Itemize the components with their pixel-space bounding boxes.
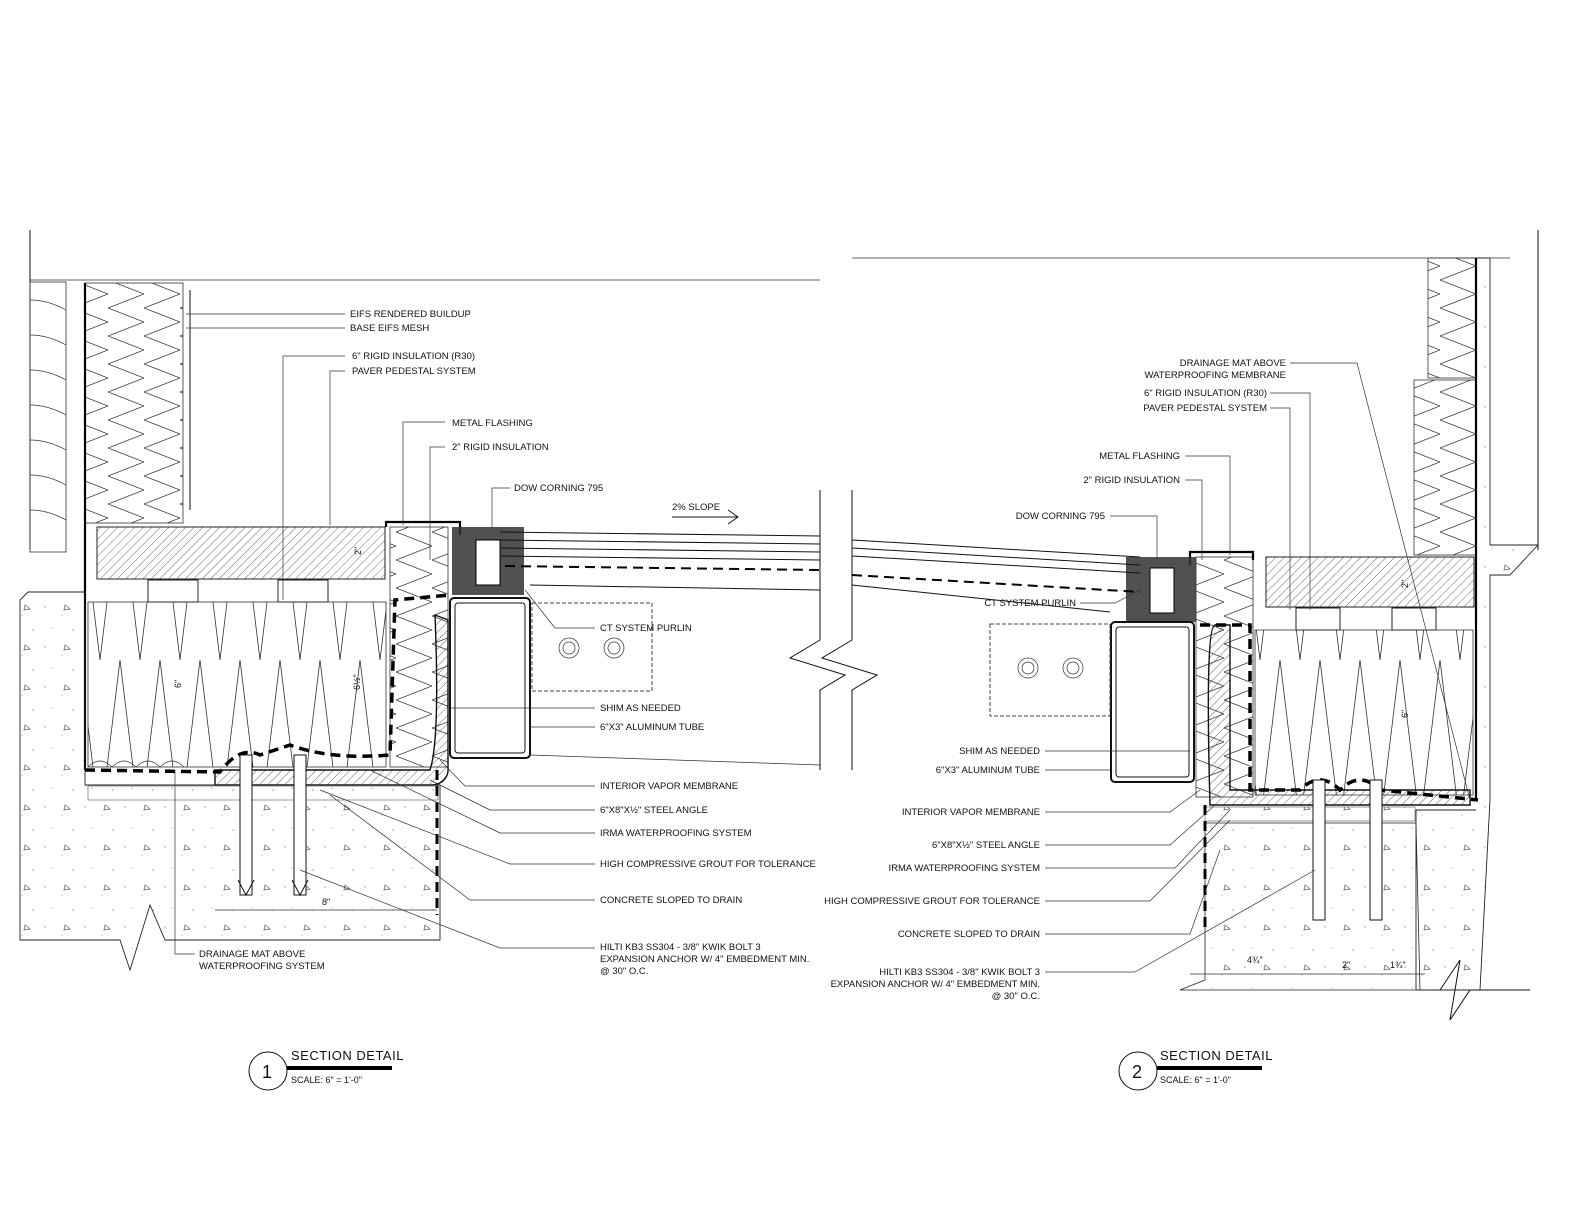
dimension-1-3-4in: 1¾" [1390, 960, 1406, 970]
rigid-insulation-6in [87, 601, 387, 768]
dimension-6-half-in: 6½" [352, 674, 362, 690]
grout-bed [87, 785, 439, 801]
detail-2-callouts [1045, 362, 1471, 973]
paver [96, 526, 386, 580]
label-metal-flashing: METAL FLASHING [452, 418, 533, 429]
label-steel-angle: 6"X8"X½" STEEL ANGLE [600, 805, 708, 816]
rigid-insulation-6in [1254, 629, 1474, 796]
dimension-6in: 6" [173, 680, 183, 688]
label-steel-angle: 6"X8"X½" STEEL ANGLE [932, 840, 1040, 851]
label-rigid-insulation-6in: 6" RIGID INSULATION (R30) [352, 351, 475, 362]
label-hilti-1: HILTI KB3 SS304 - 3/8" KWIK BOLT 3 [600, 942, 761, 953]
label-shim: SHIM AS NEEDED [600, 703, 681, 714]
label-hilti-2: EXPANSION ANCHOR W/ 4" EMBEDMENT MIN. [831, 979, 1040, 990]
detail-1: 8" 6" 6½" 2" 2% SLOPE EIFS RENDERED BUIL… [19, 230, 847, 1091]
grout-bed [1204, 806, 1416, 822]
label-hilti-3: @ 30" O.C. [600, 966, 648, 977]
label-paver-pedestal: PAVER PEDESTAL SYSTEM [1143, 403, 1267, 414]
aluminum-tube [1110, 621, 1195, 783]
label-rigid-insulation-6in: 6" RIGID INSULATION (R30) [1144, 388, 1267, 399]
label-metal-flashing: METAL FLASHING [1099, 451, 1180, 462]
label-eifs-rendered-buildup: EIFS RENDERED BUILDUP [350, 309, 471, 320]
label-rigid-insulation-2in: 2" RIGID INSULATION [452, 442, 549, 453]
label-irma: IRMA WATERPROOFING SYSTEM [600, 828, 752, 839]
label-hilti-3: @ 30" O.C. [992, 991, 1040, 1002]
concrete-slab [1179, 822, 1421, 991]
dimension-8in: 8" [322, 897, 330, 907]
slope-arrow-icon [672, 509, 739, 525]
label-base-eifs-mesh: BASE EIFS MESH [350, 323, 429, 334]
detail-number: 2 [1132, 1062, 1142, 1082]
label-aluminum-tube: 6"X3" ALUMINUM TUBE [936, 765, 1040, 776]
dimension-2in-paver: 2" [1400, 580, 1410, 588]
label-hilti-2: EXPANSION ANCHOR W/ 4" EMBEDMENT MIN. [600, 954, 809, 965]
waterproofing-membrane [84, 593, 451, 774]
detail-2: 4¾" 2" 1¾" 6" 2" DRAINAGE MAT ABOVE WATE… [820, 230, 1540, 1091]
detail-scale: SCALE: 6" = 1'-0" [291, 1075, 362, 1085]
aluminum-tube [449, 597, 531, 759]
label-concrete: CONCRETE SLOPED TO DRAIN [898, 929, 1040, 940]
wall-insulation [1413, 379, 1477, 556]
paver [1265, 556, 1475, 608]
steel-angle [214, 613, 449, 786]
eifs-rigid-insulation [84, 282, 184, 524]
slope-label: 2% SLOPE [672, 502, 720, 513]
detail-2-title-block: 2 SECTION DETAIL SCALE: 6" = 1'-0" [1118, 1048, 1273, 1091]
label-drainage-mat-2: WATERPROOFING MEMBRANE [1145, 370, 1286, 381]
detail-1-title-block: 1 SECTION DETAIL SCALE: 6" = 1'-0" [248, 1048, 404, 1091]
label-drainage-mat-1: DRAINAGE MAT ABOVE [1180, 358, 1286, 369]
dimension-2in: 2" [1342, 960, 1350, 970]
label-vapor-membrane: INTERIOR VAPOR MEMBRANE [902, 807, 1040, 818]
label-drainage-mat-2: WATERPROOFING SYSTEM [199, 961, 325, 972]
anchor-bolts [237, 754, 309, 897]
concrete-slab [19, 591, 441, 972]
dimension-2in: 2" [353, 547, 363, 555]
label-irma: IRMA WATERPROOFING SYSTEM [889, 863, 1041, 874]
steel-angle [1207, 624, 1471, 806]
label-grout: HIGH COMPRESSIVE GROUT FOR TOLERANCE [600, 859, 816, 870]
detail-number: 1 [262, 1062, 272, 1082]
label-hilti-1: HILTI KB3 SS304 - 3/8" KWIK BOLT 3 [879, 967, 1040, 978]
label-shim: SHIM AS NEEDED [959, 746, 1040, 757]
label-dow-corning: DOW CORNING 795 [1016, 511, 1105, 522]
label-drainage-mat-1: DRAINAGE MAT ABOVE [199, 949, 305, 960]
label-grout: HIGH COMPRESSIVE GROUT FOR TOLERANCE [824, 896, 1040, 907]
detail-scale: SCALE: 6" = 1'-0" [1160, 1075, 1231, 1085]
label-aluminum-tube: 6"X3" ALUMINUM TUBE [600, 722, 704, 733]
detail-title: SECTION DETAIL [1160, 1048, 1273, 1063]
dimension-6in: 6" [1400, 710, 1410, 718]
label-ct-system-purlin: CT SYSTEM PURLIN [600, 623, 692, 634]
label-dow-corning: DOW CORNING 795 [514, 483, 603, 494]
label-concrete: CONCRETE SLOPED TO DRAIN [600, 895, 742, 906]
wall-batt-insulation [29, 281, 67, 553]
label-rigid-insulation-2in: 2" RIGID INSULATION [1083, 475, 1180, 486]
label-paver-pedestal: PAVER PEDESTAL SYSTEM [352, 366, 476, 377]
detail-title: SECTION DETAIL [291, 1048, 404, 1063]
anchor-bolts [1312, 779, 1383, 921]
detail-1-callouts [174, 313, 595, 955]
dimension-4-3-4in: 4¾" [1247, 955, 1263, 965]
label-vapor-membrane: INTERIOR VAPOR MEMBRANE [600, 781, 738, 792]
label-ct-system-purlin: CT SYSTEM PURLIN [984, 598, 1076, 609]
